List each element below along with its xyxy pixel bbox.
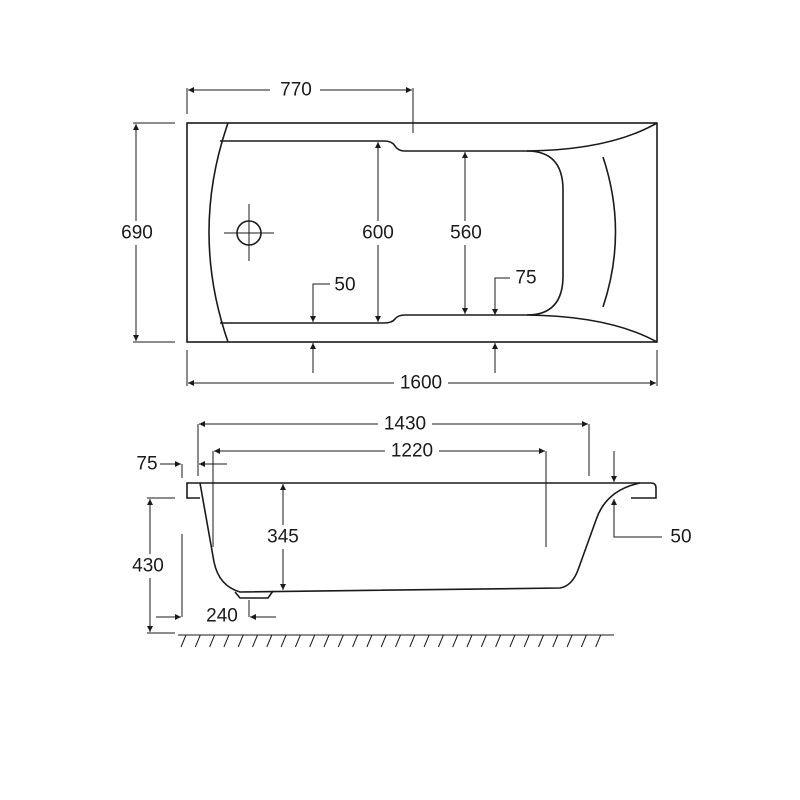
drain-icon [224, 204, 274, 261]
rim-outline [186, 482, 657, 499]
drain-outlet [234, 590, 274, 599]
head-curve-bottom [526, 314, 658, 343]
dimension-50-side: 50 [611, 451, 692, 548]
foot-end-curve [208, 122, 229, 343]
tub-outline-top [186, 122, 658, 343]
tub-profile [199, 482, 641, 593]
dimension-75-top: 75 [492, 268, 537, 373]
dimension-1430: 1430 [197, 412, 590, 476]
dimension-label: 50 [334, 275, 355, 296]
dimension-240: 240 [156, 534, 276, 627]
dimension-600: 600 [356, 142, 400, 322]
dimension-770: 770 [186, 78, 414, 133]
dimension-label: 240 [206, 606, 238, 627]
dimension-75-side: 75 [136, 454, 227, 478]
side-view: 1430 1220 75 430 [128, 412, 692, 648]
dimension-label: 345 [267, 527, 299, 548]
dimension-label: 1430 [384, 414, 426, 435]
dimension-label: 770 [280, 80, 312, 101]
dimension-label: 1220 [391, 441, 433, 462]
dimension-label: 600 [362, 223, 394, 244]
dimension-345: 345 [261, 484, 305, 590]
dimension-label: 50 [670, 527, 691, 548]
dimension-label: 75 [515, 268, 536, 289]
dimension-label: 1600 [400, 373, 442, 394]
dimension-560: 560 [443, 152, 487, 314]
floor-hatching [178, 634, 614, 648]
top-view: 770 690 600 560 50 [115, 78, 658, 395]
dimension-label: 75 [136, 454, 157, 475]
dimension-1600: 1600 [186, 350, 658, 395]
dimension-1220: 1220 [212, 439, 547, 547]
basin-outline [220, 140, 564, 324]
dimension-430: 430 [128, 497, 175, 634]
dimension-label: 560 [450, 223, 482, 244]
dimension-690: 690 [115, 122, 175, 343]
headrest-arc [602, 156, 617, 308]
head-curve-top [526, 122, 658, 152]
dimension-50-top: 50 [310, 275, 356, 373]
dimension-label: 690 [121, 223, 153, 244]
dimension-label: 430 [132, 556, 164, 577]
